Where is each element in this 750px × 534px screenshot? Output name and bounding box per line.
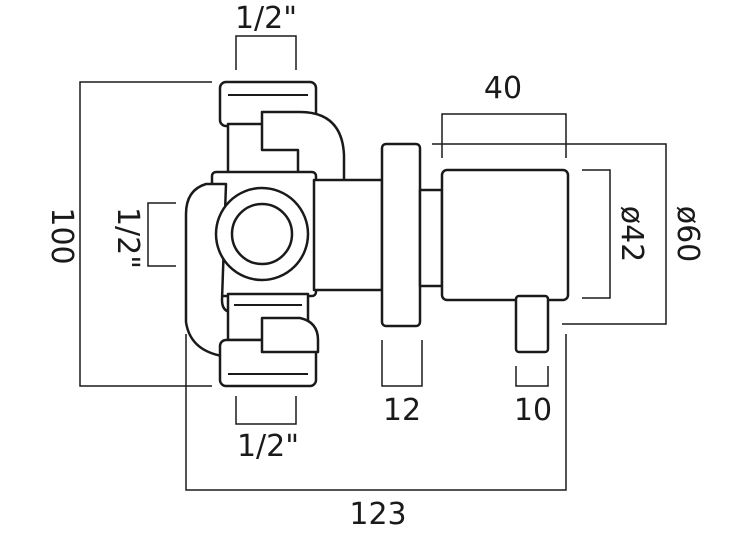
- inlet-left-label: 1/2": [110, 207, 145, 269]
- dimension-height: 100: [44, 81, 212, 387]
- dimension-handle-depth: 40: [441, 71, 567, 158]
- total-length-label: 123: [349, 497, 406, 532]
- outlet-bottom-label: 1/2": [237, 429, 299, 464]
- dimension-flange-diameter: ø60: [432, 143, 705, 325]
- dimension-lever-width: 10: [514, 366, 552, 428]
- flange: [380, 142, 422, 328]
- dimension-inlet-left: 1/2": [110, 202, 176, 269]
- valve-body: [184, 80, 384, 388]
- dimension-handle-diameter: ø42: [582, 169, 649, 299]
- flange-thickness-label: 12: [383, 393, 421, 428]
- lever-width-label: 10: [514, 393, 552, 428]
- inlet-top-label: 1/2": [235, 1, 297, 36]
- handle-diameter-label: ø42: [614, 206, 649, 263]
- dimension-outlet-bottom: 1/2": [235, 396, 299, 464]
- height-label: 100: [44, 207, 79, 264]
- dimension-inlet-top: 1/2": [235, 1, 297, 70]
- dimension-flange-thickness: 12: [381, 340, 423, 428]
- flange-diameter-label: ø60: [670, 206, 705, 263]
- handle: [440, 168, 570, 302]
- lever: [514, 294, 550, 354]
- dimension-total-length: 123: [185, 334, 567, 532]
- connecting-stem: [312, 178, 384, 292]
- handle-depth-label: 40: [484, 71, 522, 106]
- bottom-elbow: [260, 316, 320, 354]
- side-port-inner: [230, 202, 294, 266]
- spindle-sleeve: [418, 188, 444, 288]
